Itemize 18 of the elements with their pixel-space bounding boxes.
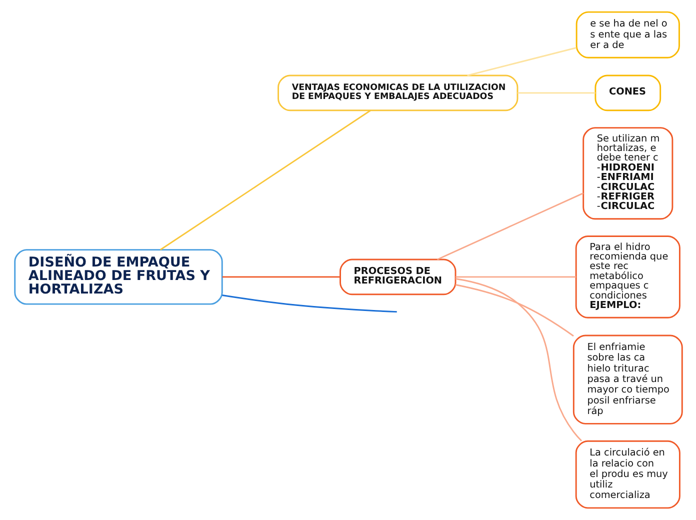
connector [455,276,576,278]
node-box: PROCESOS DE REFRIGERACION [339,258,456,296]
node-box: El enfriamie sobre las ca hielo triturac pasa a travé un mayor co tiempo posil enfriarse ráp [572,334,682,424]
node-box: VENTAJAS ECONOMICAS DE LA UTILIZACION DE EMPAQUES Y EMBALAJES ADECUADOS [277,74,518,112]
connector [160,110,370,250]
connector [454,284,574,337]
connector [222,294,396,313]
connector [466,47,576,76]
node-box: DISEÑO DE EMPAQUE ALINEADO DE FRUTAS Y HORTALIZAS [14,249,222,305]
node-box: CONES [594,74,661,112]
node-box: e se ha de nel o s ente que a las er a de [575,11,680,58]
node-box: Se utilizan m hortalizas, e debe tener c -HIDROENI -ENFRIAMI -CIRCULAC -REFRIGER -CIRCULAC [582,127,673,220]
node-box: Para el hidro recomienda que este rec metabólico empaques c condiciones EJEMPLO: [574,236,680,318]
connector [436,192,584,260]
node-box: La circulació en la relacio con el produ es muy utiliz comercializa [574,440,680,509]
connector [517,92,595,94]
connector [222,276,340,278]
connector [454,278,582,442]
